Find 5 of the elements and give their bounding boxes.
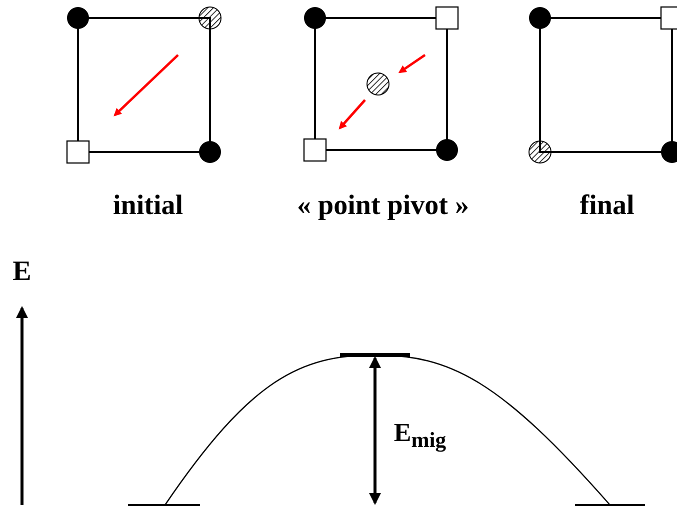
state-label: « point pivot » <box>297 192 469 220</box>
axis-label: E <box>12 258 32 286</box>
state-label: initial <box>113 192 183 220</box>
state-label: final <box>580 192 634 220</box>
axis-label: E$_{mig}$ <box>394 420 446 452</box>
